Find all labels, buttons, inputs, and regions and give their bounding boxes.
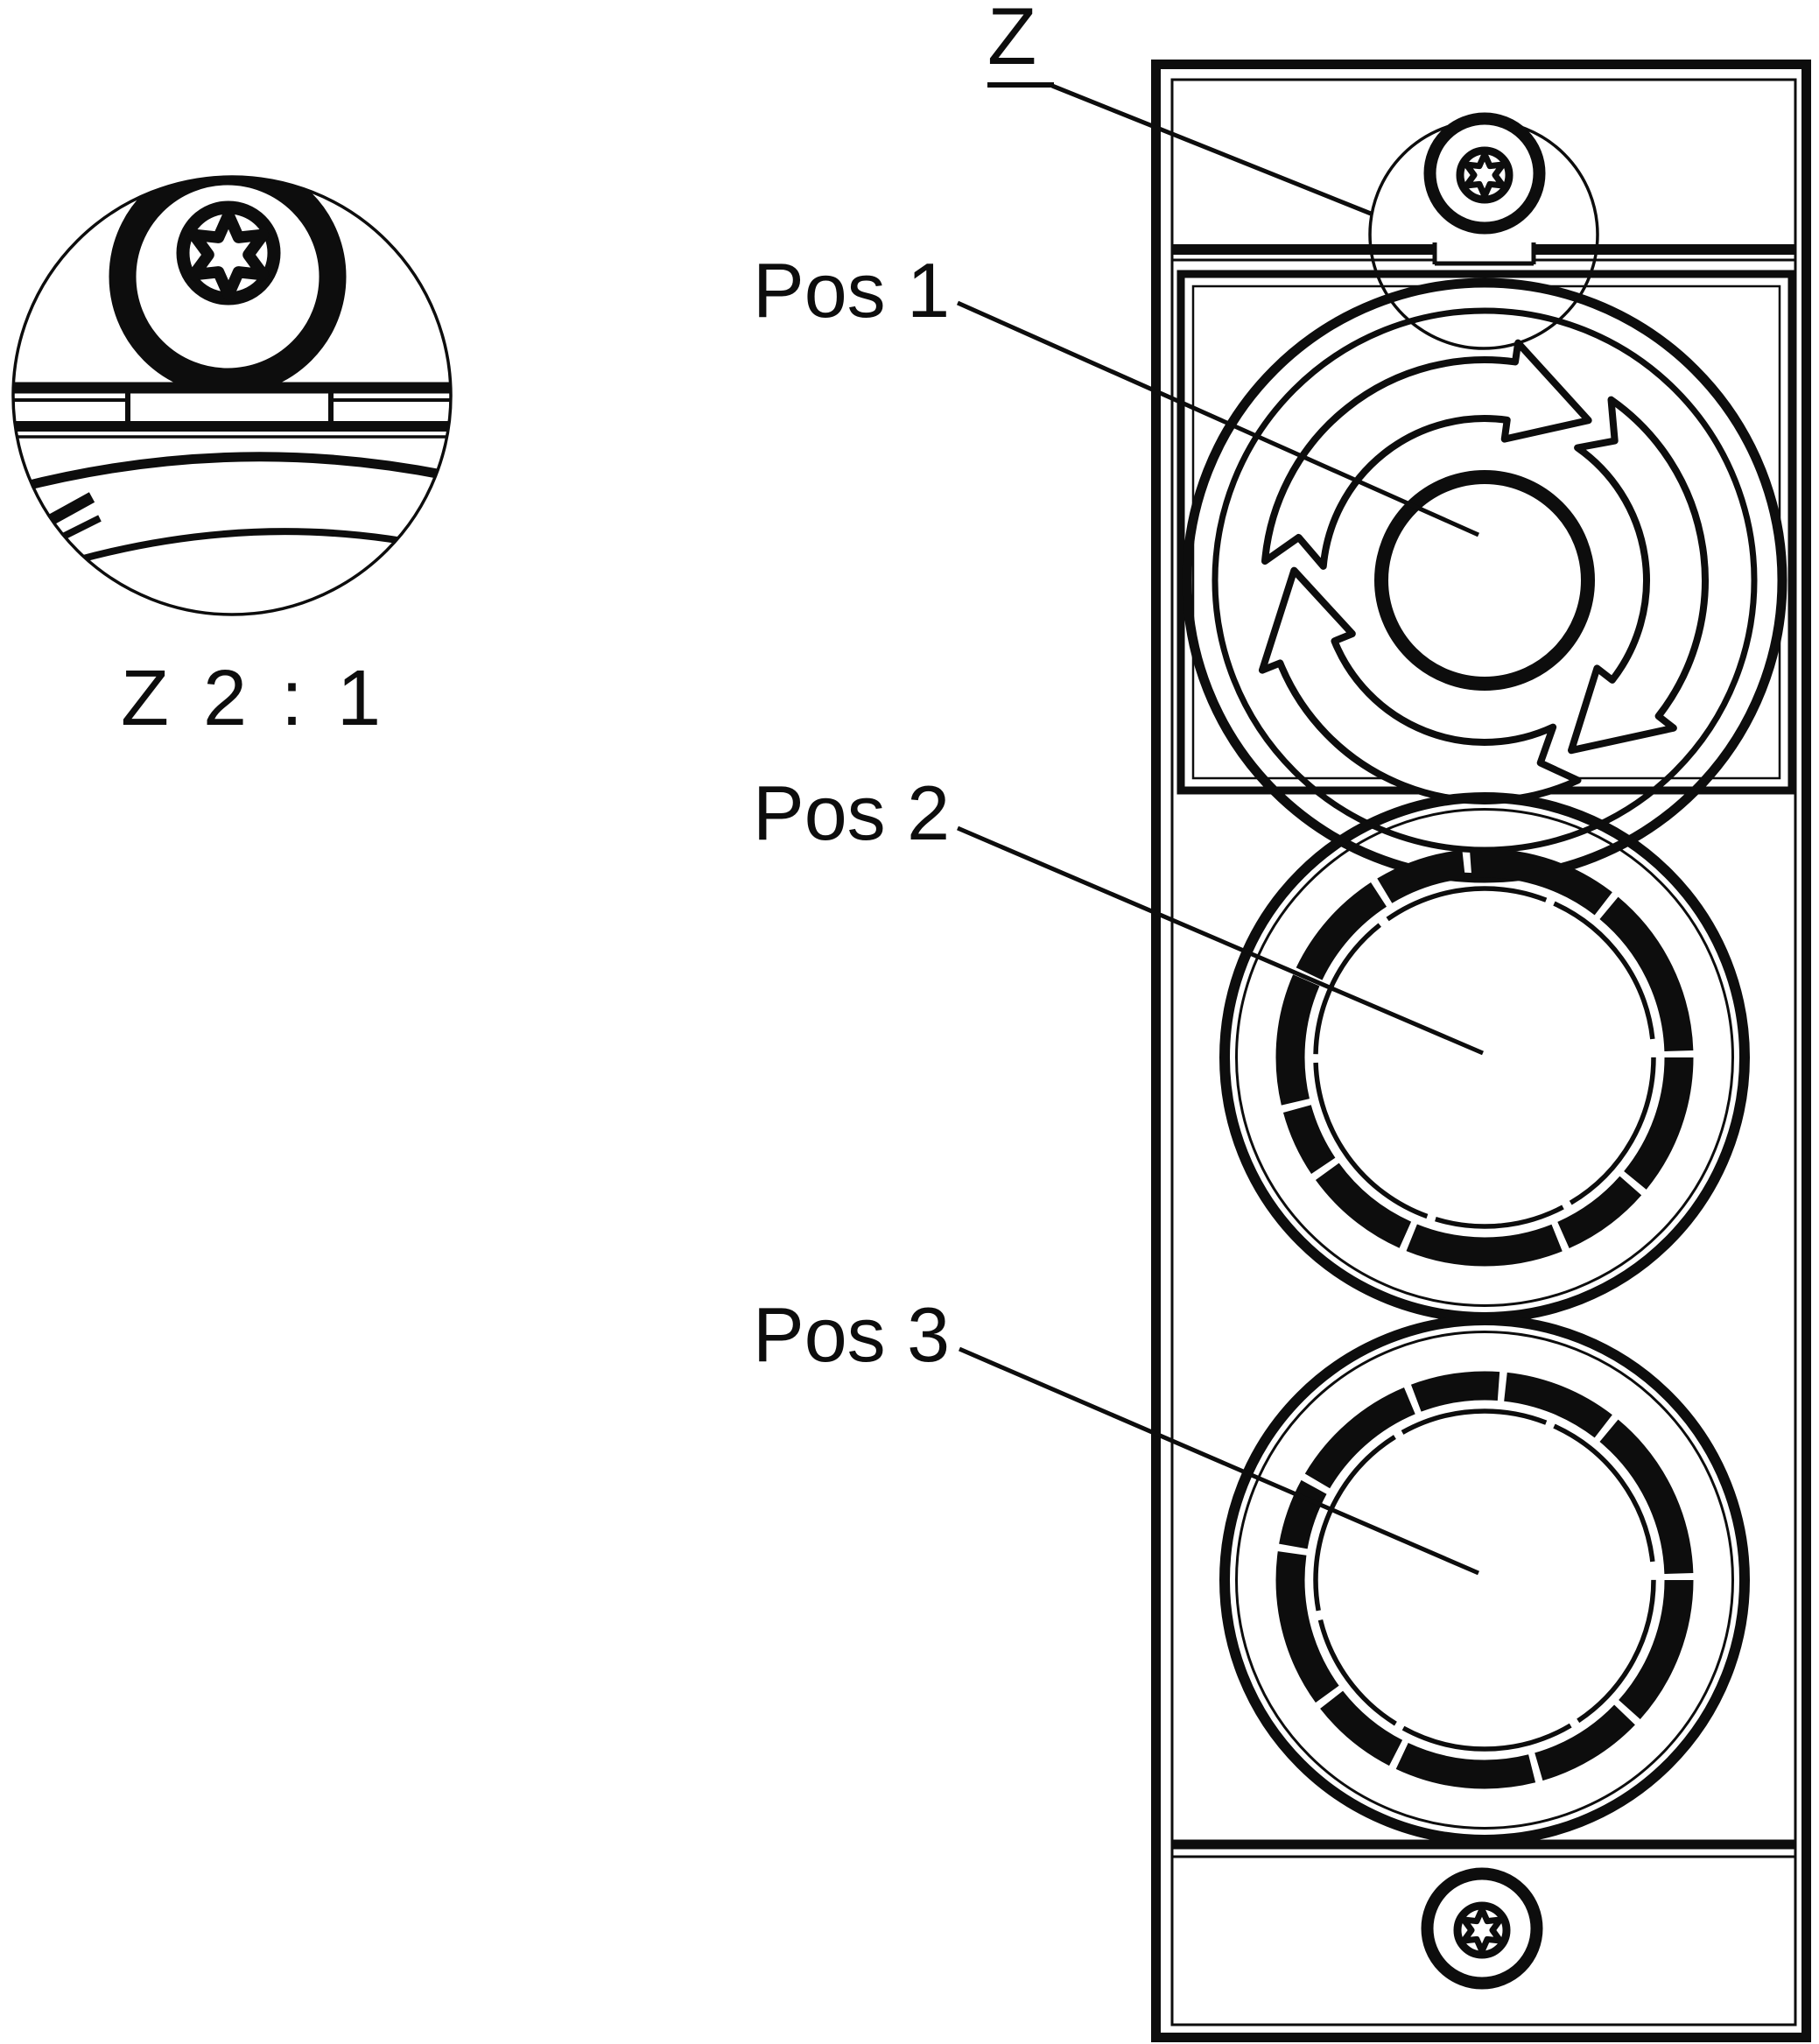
detail-scale-label: Z 2 : 1 bbox=[121, 655, 382, 742]
pos1-label: Pos 1 bbox=[753, 247, 951, 334]
detail-boundary-circle bbox=[11, 175, 453, 616]
detail-reference-underline bbox=[987, 82, 1054, 88]
detail-view-contents bbox=[13, 177, 451, 571]
detail-reference-label: Z bbox=[987, 0, 1037, 81]
pos2-label: Pos 2 bbox=[753, 769, 951, 856]
panel-outline bbox=[1151, 60, 1811, 2042]
round-port-pos2 bbox=[1219, 792, 1750, 1323]
leader-line-pos2 bbox=[957, 825, 1484, 1056]
panel-joint-detail bbox=[13, 382, 451, 439]
round-port-pos3 bbox=[1219, 1315, 1750, 1845]
leader-line-pos1 bbox=[956, 300, 1480, 537]
pos3-label: Pos 3 bbox=[753, 1291, 951, 1378]
leader-line-z bbox=[1051, 83, 1372, 216]
detail-indicator-circle bbox=[1368, 119, 1599, 350]
emergency-stop-button bbox=[1182, 277, 1787, 883]
torx-screw-top-icon bbox=[1430, 119, 1540, 228]
leader-line-pos3 bbox=[959, 1346, 1479, 1576]
top-panel-divider bbox=[1172, 242, 1795, 266]
bottom-panel-divider bbox=[1172, 1839, 1795, 1858]
detail-view-z bbox=[11, 175, 453, 616]
torx-screw-bottom-icon bbox=[1428, 1874, 1537, 1984]
torx-screw-detail-icon bbox=[109, 177, 347, 396]
leader-lines bbox=[956, 83, 1484, 1576]
